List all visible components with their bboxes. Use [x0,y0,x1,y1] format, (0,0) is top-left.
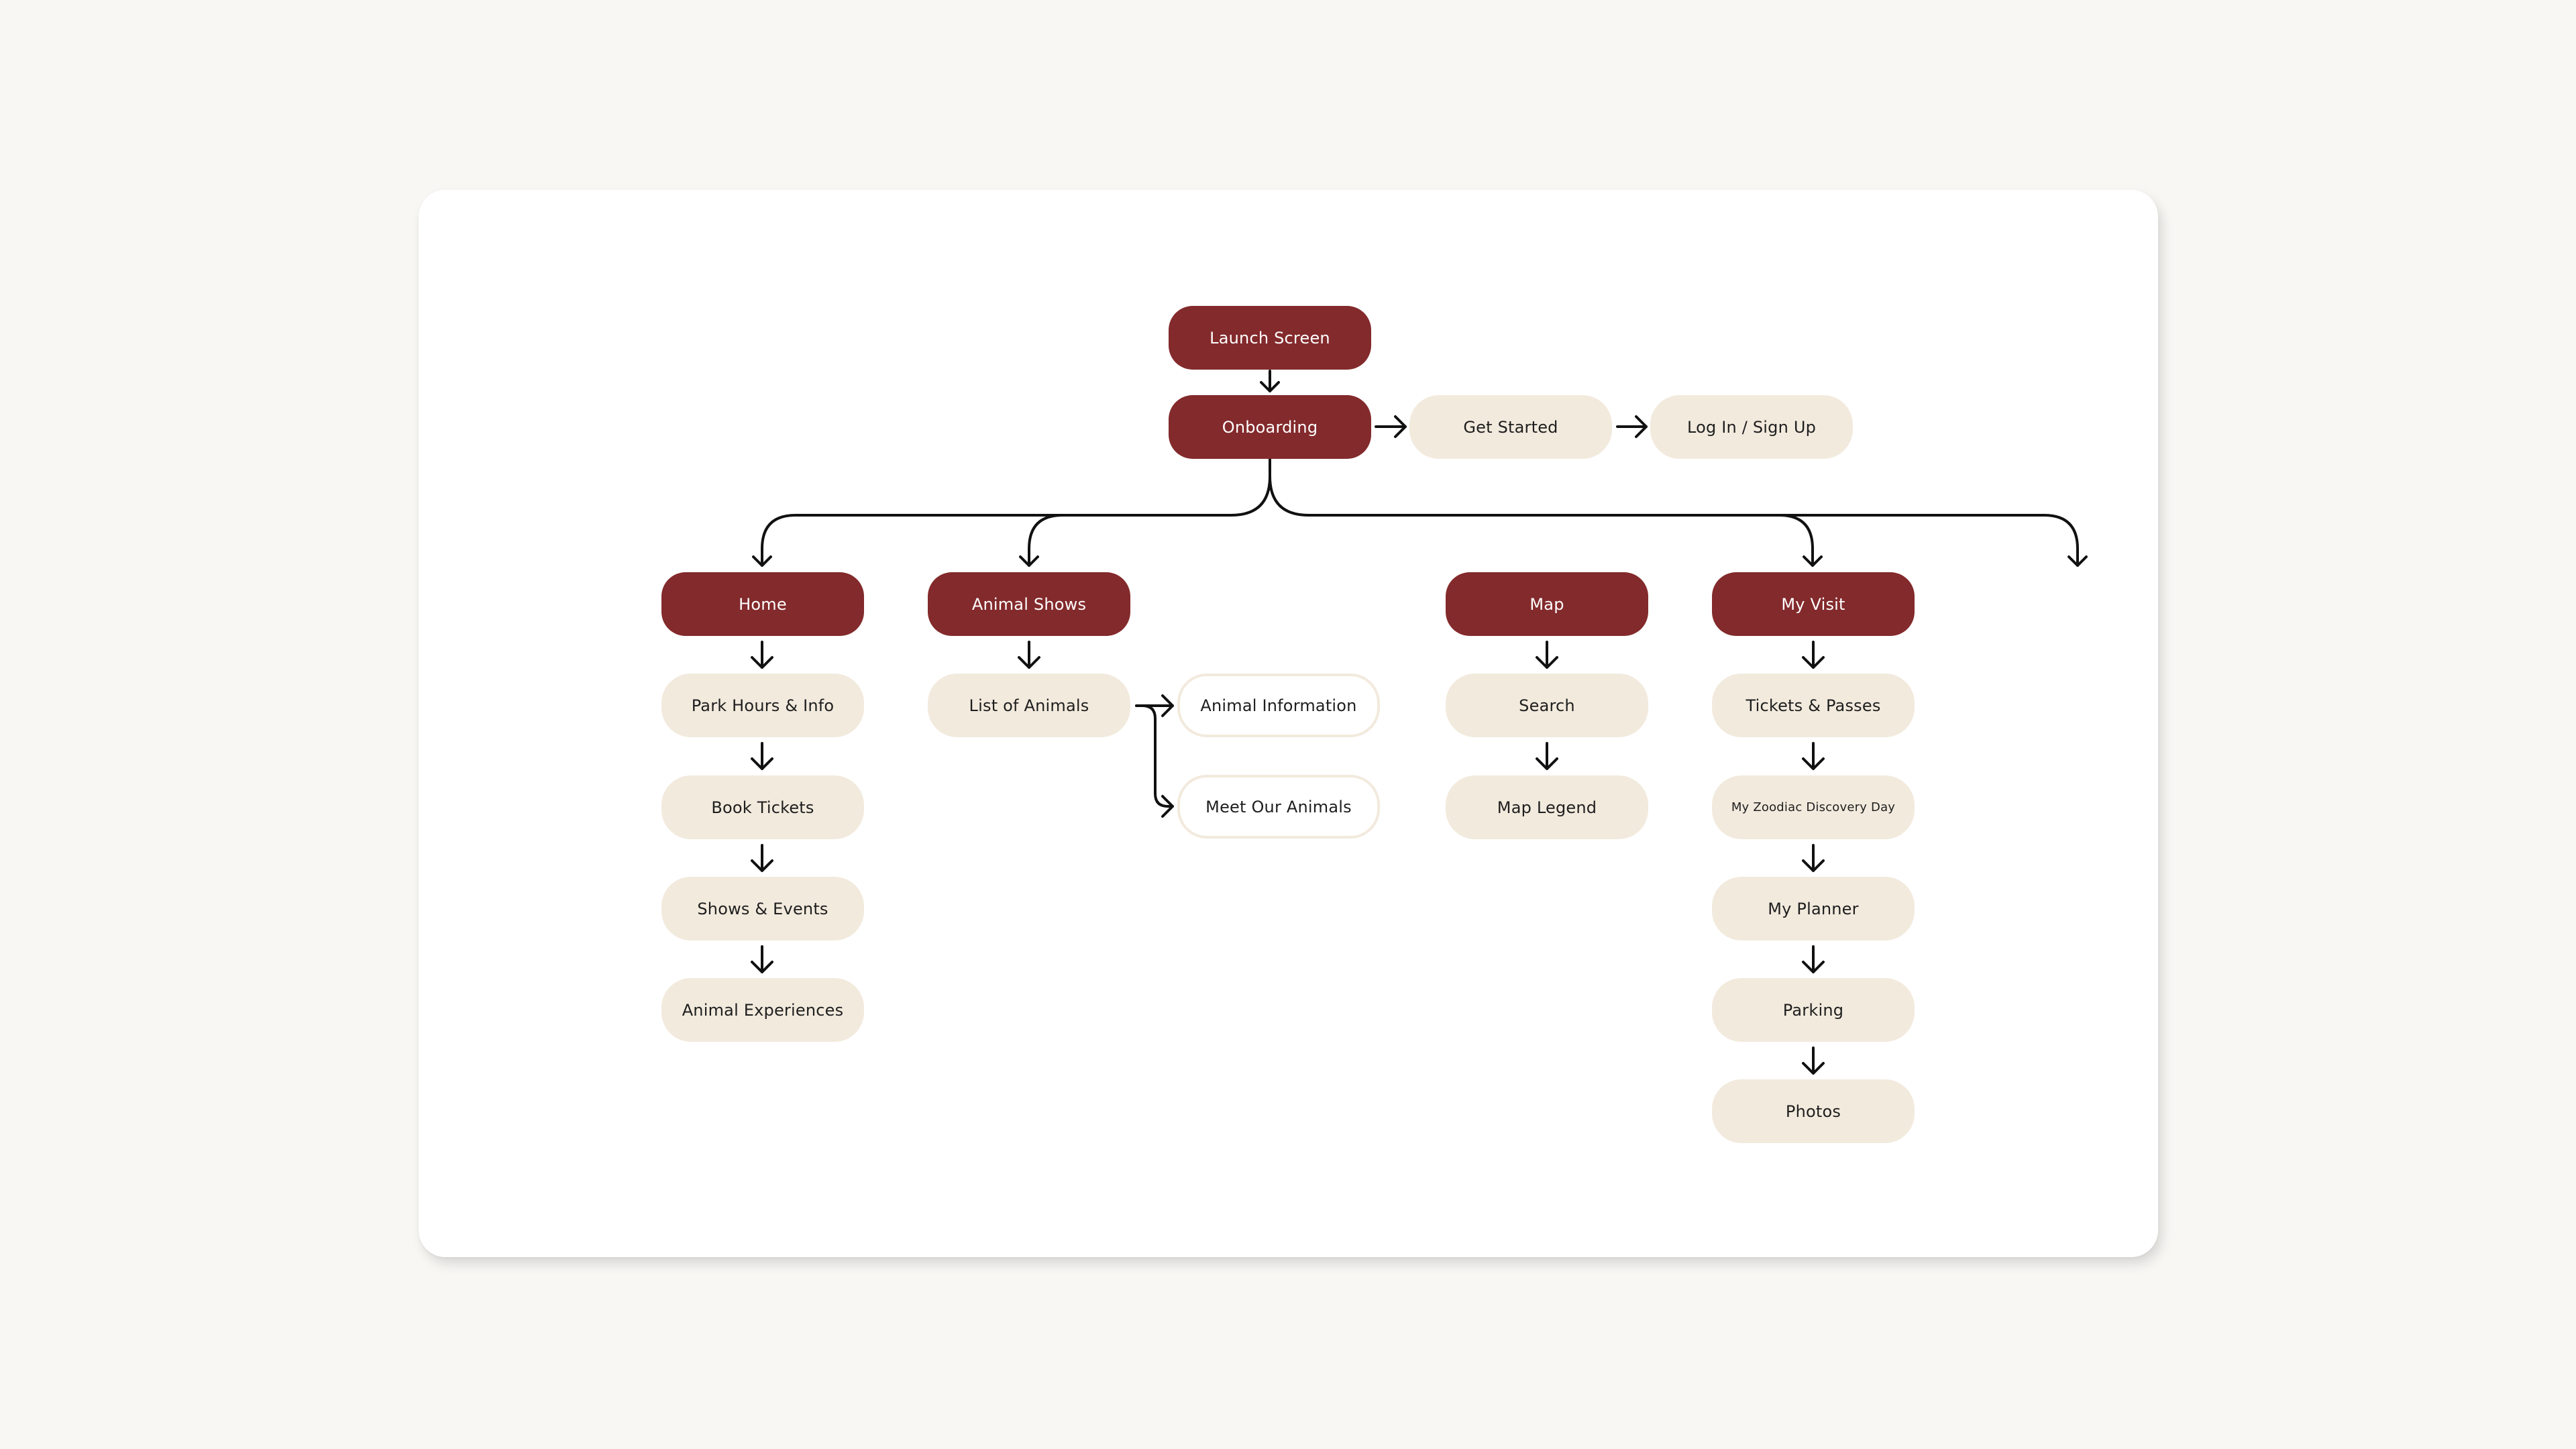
node-my-visit: My Visit [1712,572,1915,636]
node-animal-shows: Animal Shows [928,572,1130,636]
node-list-of-animals: List of Animals [928,674,1130,737]
node-map: Map [1446,572,1648,636]
node-animal-information: Animal Information [1177,674,1380,737]
node-home: Home [661,572,864,636]
node-tickets-passes: Tickets & Passes [1712,674,1915,737]
node-zoodiac-discovery-day: My Zoodiac Discovery Day [1712,775,1915,839]
node-launch-screen: Launch Screen [1169,306,1371,370]
node-book-tickets: Book Tickets [661,775,864,839]
node-my-planner: My Planner [1712,877,1915,941]
node-animal-experiences: Animal Experiences [661,978,864,1042]
node-photos: Photos [1712,1079,1915,1143]
node-map-legend: Map Legend [1446,775,1648,839]
node-park-hours-info: Park Hours & Info [661,674,864,737]
node-get-started: Get Started [1409,395,1612,459]
node-search: Search [1446,674,1648,737]
node-onboarding: Onboarding [1169,395,1371,459]
node-shows-events: Shows & Events [661,877,864,941]
node-meet-our-animals: Meet Our Animals [1177,775,1380,839]
node-login-signup: Log In / Sign Up [1650,395,1853,459]
node-parking: Parking [1712,978,1915,1042]
